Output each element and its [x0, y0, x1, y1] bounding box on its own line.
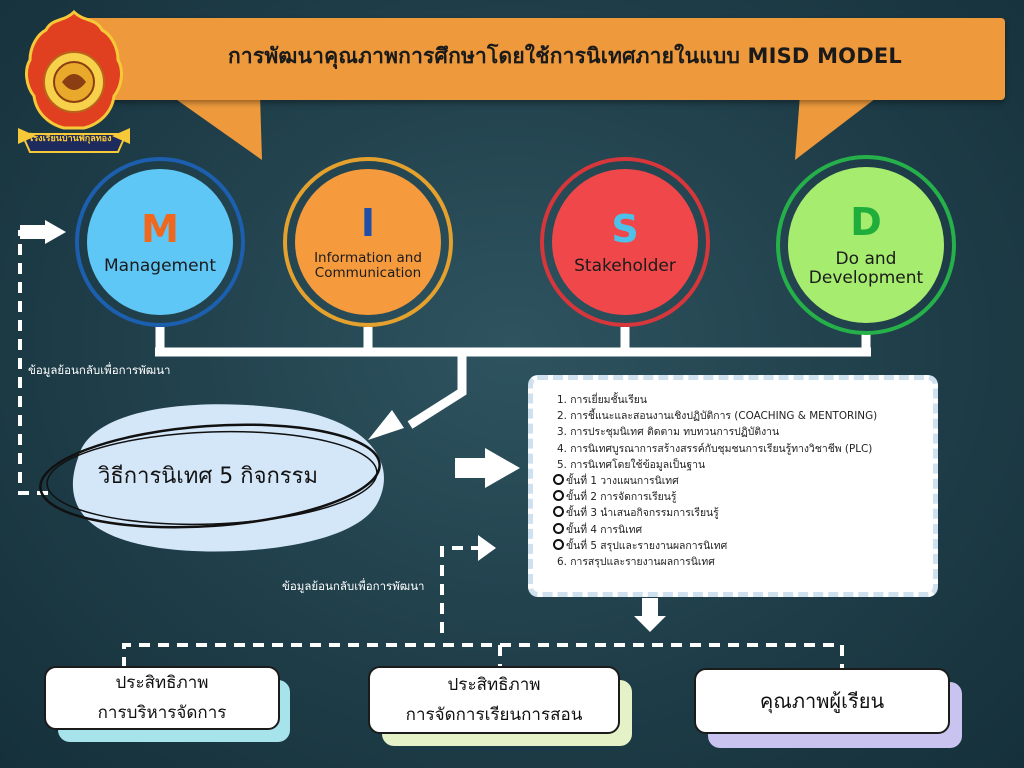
circle-bullet-icon	[553, 490, 564, 502]
school-logo-icon	[18, 9, 130, 153]
circle-bullet-icon	[553, 506, 564, 518]
outcome-box-3: คุณภาพผู้เรียน	[694, 668, 950, 734]
banner-tail-right	[795, 95, 880, 160]
model-circle-s: S Stakeholder	[552, 169, 698, 315]
activity-step-4: ขั้นที่ 4 การนิเทศ	[553, 522, 919, 538]
model-ring-i	[283, 157, 453, 327]
model-ring-s	[540, 157, 710, 327]
page-title: การพัฒนาคุณภาพการศึกษาโดยใช้การนิเทศภายใ…	[228, 44, 902, 68]
method-ellipse	[39, 404, 384, 552]
activity-step-label: ขั้นที่ 4 การนิเทศ	[566, 523, 643, 536]
title-banner	[75, 18, 1005, 100]
activity-item-6: 6. การสรุปและรายงานผลการนิเทศ	[557, 556, 715, 569]
activity-step-label: ขั้นที่ 3 นำเสนอกิจกรรมการเรียนรู้	[566, 507, 719, 520]
model-label: Communication	[314, 265, 422, 281]
activity-step-label: ขั้นที่ 2 การจัดการเรียนรู้	[566, 491, 677, 504]
activity-step-2: ขั้นที่ 2 การจัดการเรียนรู้	[553, 489, 919, 505]
activity-item-5: 5. การนิเทศโดยใช้ข้อมูลเป็นฐาน	[557, 458, 706, 471]
banner-tail-left	[170, 95, 262, 160]
outcome-box-2: ประสิทธิภาพ การจัดการเรียนการสอน	[368, 666, 620, 734]
circle-bullet-icon	[553, 522, 564, 534]
model-letter: I	[360, 201, 376, 245]
activity-item-1: 1. การเยี่ยมชั้นเรียน	[557, 394, 647, 406]
logo-caption: โรงเรียนบ้านพิกุลทอง	[28, 134, 112, 144]
model-label: Development	[808, 268, 924, 288]
arrow-down	[634, 598, 666, 632]
method-label: วิธีการนิเทศ 5 กิจกรรม	[98, 464, 318, 489]
activity-item-4: 4. การนิเทศบูรณาการสร้างสรรค์กับชุมชนการ…	[557, 442, 873, 455]
activity-step-5: ขั้นที่ 5 สรุปและรายงานผลการนิเทศ	[553, 538, 919, 554]
arrow-to-method	[368, 410, 404, 440]
activity-item-2: 2. การชี้แนะและสอนงานเชิงปฏิบัติการ (COA…	[557, 410, 878, 423]
model-letter: D	[850, 200, 882, 244]
activity-step-1: ขั้นที่ 1 วางแผนการนิเทศ	[553, 473, 919, 489]
feedback-label-bottom: ข้อมูลย้อนกลับเพื่อการพัฒนา	[282, 579, 425, 593]
feedback-label-top: ข้อมูลย้อนกลับเพื่อการพัฒนา	[28, 363, 171, 377]
activities-box: 1. การเยี่ยมชั้นเรียน 2. การชี้แนะและสอนง…	[528, 375, 938, 597]
circle-bullet-icon	[553, 474, 564, 486]
model-label: Do and	[835, 249, 897, 269]
model-ring-m	[75, 157, 245, 327]
arrow-feedback-bottom	[478, 535, 496, 561]
outcome-2-line-1: ประสิทธิภาพ	[447, 675, 541, 695]
model-label: Management	[104, 255, 216, 276]
activity-item-3: 3. การประชุมนิเทศ ติดตาม ทบทวนการปฏิบัติ…	[557, 426, 780, 439]
arrow-right-big	[455, 448, 520, 488]
model-label: Stakeholder	[574, 255, 676, 276]
model-letter: S	[611, 206, 639, 251]
activity-step-label: ขั้นที่ 5 สรุปและรายงานผลการนิเทศ	[566, 539, 728, 552]
circle-bullet-icon	[553, 538, 564, 550]
outcome-1-line-1: ประสิทธิภาพ	[115, 673, 209, 693]
outcome-3-line-1: คุณภาพผู้เรียน	[759, 689, 885, 713]
outcome-box-1: ประสิทธิภาพ การบริหารจัดการ	[44, 666, 280, 730]
model-label: Information and	[314, 250, 422, 266]
model-circle-m: M Management	[87, 169, 233, 315]
activity-step-label: ขั้นที่ 1 วางแผนการนิเทศ	[566, 475, 679, 488]
activity-step-3: ขั้นที่ 3 นำเสนอกิจกรรมการเรียนรู้	[553, 505, 919, 521]
outcome-2-line-2: การจัดการเรียนการสอน	[405, 705, 583, 725]
model-letter: M	[141, 206, 179, 251]
arrow-feedback-top	[45, 220, 66, 244]
outcome-1-line-2: การบริหารจัดการ	[97, 703, 227, 723]
model-ring-d	[776, 155, 956, 335]
